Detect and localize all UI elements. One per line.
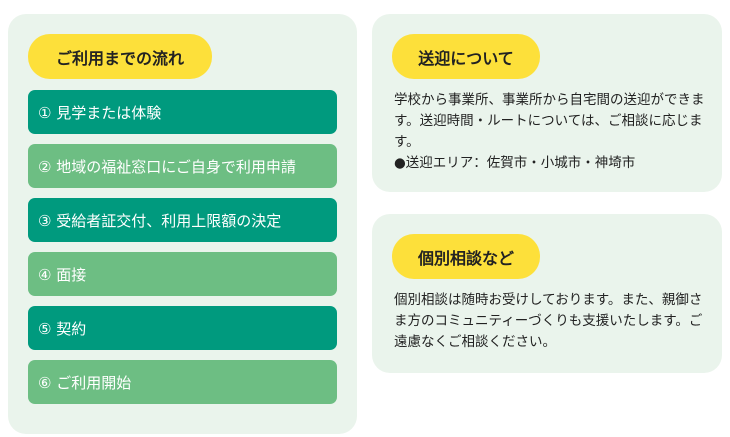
flow-step-6: ⑥ ご利用開始 bbox=[28, 360, 337, 404]
flow-step-3: ③ 受給者証交付、利用上限額の決定 bbox=[28, 198, 337, 242]
transport-text: 学校から事業所、事業所から自宅間の送迎ができます。送迎時間・ルートについては、ご… bbox=[394, 90, 712, 174]
transport-area: ●送迎エリア：佐賀市・小城市・神埼市 bbox=[394, 155, 636, 171]
consult-title: 個別相談など bbox=[392, 234, 540, 279]
flow-step-5: ⑤ 契約 bbox=[28, 306, 337, 350]
flow-step-2: ② 地域の福祉窓口にご自身で利用申請 bbox=[28, 144, 337, 188]
flow-title: ご利用までの流れ bbox=[28, 34, 212, 79]
transport-title: 送迎について bbox=[392, 34, 540, 79]
consult-body: 個別相談は随時お受けしております。また、親御さま方のコミュニティーづくりも支援い… bbox=[394, 292, 703, 350]
flow-step-1: ① 見学または体験 bbox=[28, 90, 337, 134]
transport-body: 学校から事業所、事業所から自宅間の送迎ができます。送迎時間・ルートについては、ご… bbox=[394, 92, 705, 150]
flow-step-4: ④ 面接 bbox=[28, 252, 337, 296]
